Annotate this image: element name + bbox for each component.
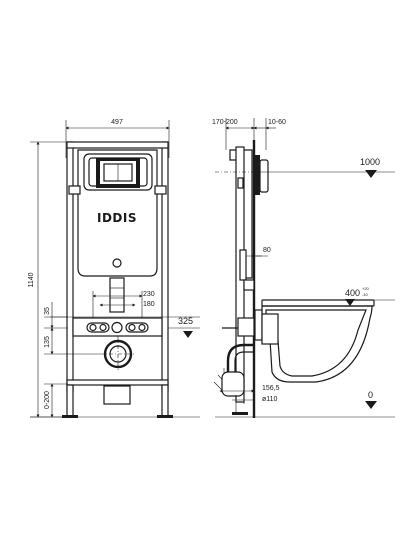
toilet-bowl (261, 305, 373, 383)
level-0: 0 (368, 390, 373, 400)
toilet-outlet (261, 313, 279, 345)
level-400-tol-minus: -10 (362, 292, 369, 297)
level-0-marker (365, 401, 377, 409)
brand-logo: IDDIS (97, 211, 137, 225)
depth-170-200: 170-200 (212, 119, 238, 126)
lower-brace (103, 385, 131, 405)
pipe-diameter: ø110 (262, 396, 278, 403)
outlet-circle (112, 258, 122, 268)
dim-156-5: 156,5 (262, 385, 280, 392)
drain-elbow (226, 343, 254, 372)
bracket-left (68, 185, 81, 195)
pipe-inlet (111, 321, 123, 334)
stud-right (125, 322, 149, 333)
width-dimension: 497 (111, 119, 123, 126)
flush-opening-outer (83, 153, 153, 191)
frame-left-upright (66, 141, 74, 393)
frame-top-bar (66, 141, 169, 149)
frame-bottom-bar (66, 379, 169, 386)
level-1000-marker (365, 170, 377, 178)
toilet-seat-top (261, 299, 375, 307)
side-top-clip (229, 149, 236, 161)
level-325-marker (183, 331, 193, 338)
side-stud-mount (243, 279, 255, 291)
flush-pipe (109, 277, 125, 313)
toilet-mount (254, 309, 263, 341)
front-view: 497 1140 IDDIS 230 (28, 119, 200, 418)
level-400-marker (345, 299, 355, 306)
side-rail (237, 317, 255, 337)
level-325: 325 (178, 316, 193, 326)
level-400: 400 (345, 288, 360, 298)
dim-80: 80 (263, 247, 271, 254)
height-dimension: 1140 (28, 272, 35, 287)
side-flush-button (259, 159, 269, 193)
dim-0-200: 0-200 (44, 391, 51, 409)
level-1000: 1000 (360, 157, 380, 167)
foot-left (62, 415, 78, 418)
leg-right (161, 384, 169, 418)
frame-right-upright (161, 141, 169, 393)
dim-180: 180 (143, 301, 155, 308)
stud-left (86, 322, 110, 333)
side-cistern (244, 149, 253, 279)
side-foot (232, 412, 248, 415)
cistern (77, 149, 158, 277)
stud-rail (72, 317, 163, 337)
foot-right (157, 415, 173, 418)
dim-135: 135 (44, 336, 51, 348)
depth-10-60: 10-60 (268, 119, 286, 126)
level-400-tol-plus: +20 (362, 286, 370, 291)
side-flush-panel (254, 155, 260, 195)
side-flush-pipe (239, 249, 247, 281)
bracket-right (154, 185, 167, 195)
side-bracket (237, 177, 244, 189)
side-view: 170-200 10-60 80 (212, 118, 395, 418)
drain-bend (221, 371, 245, 397)
dim-35: 35 (44, 307, 51, 315)
dim-230: 230 (143, 291, 155, 298)
toilet-bowl-inner (265, 309, 367, 377)
leg-left (66, 384, 74, 418)
